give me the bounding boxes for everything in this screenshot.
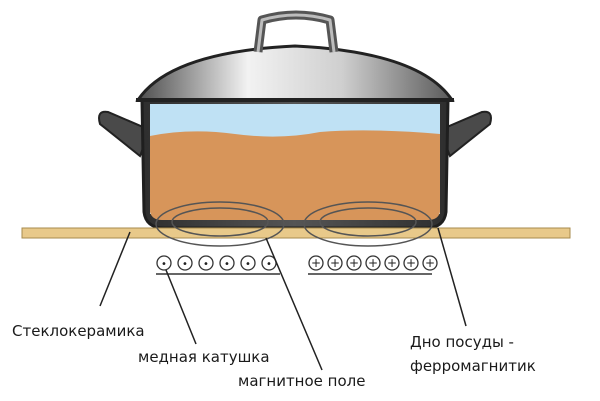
coil-right-turn-symbol: + [368,256,378,270]
coil-left-turn [240,255,256,271]
pointer-magnetic-field [265,237,323,371]
coil-right-turn [327,255,343,271]
food-layer [150,130,440,220]
magnetic-field-right-inner [319,207,417,237]
coil-left-turn [198,255,214,271]
coil-left-turn [219,255,235,271]
label-pot-bottom-line1: Дно посуды - [410,333,514,351]
coil-right-turn-symbol: + [330,256,340,270]
magnetic-field-right-outer [303,201,433,247]
magnetic-field-left-outer [155,201,285,247]
label-magnetic-field: магнитное поле [238,372,366,390]
label-glass-ceramic: Стеклокерамика [12,322,145,340]
copper-coil-left: • • • • • • [156,255,277,271]
coil-right-turn-symbol: + [387,256,397,270]
coil-right-turn [346,255,362,271]
coil-left-turn [177,255,193,271]
coil-left-turn-symbol: • [224,259,230,270]
lid-knob-handle-highlight [256,13,336,53]
pointer-glass-ceramic [99,231,131,307]
coil-left-turn-symbol: • [182,259,188,270]
pointer-copper-coil [165,269,197,345]
coil-right-turn [384,255,400,271]
coil-right-turn [403,255,419,271]
coil-right-turn-symbol: + [311,256,321,270]
label-pot-bottom-line2: ферромагнитик [410,357,536,375]
coil-right-turn [365,255,381,271]
coil-right-turn-symbol: + [425,256,435,270]
coil-left-turn [156,255,172,271]
magnetic-field-left-inner [171,207,269,237]
pointer-pot-bottom [437,227,467,327]
label-copper-coil: медная катушка [138,348,270,366]
copper-coil-right: + + + + + + + [308,255,438,271]
coil-right-turn [308,255,324,271]
glass-ceramic-plate [21,227,571,239]
pot-lid [135,44,455,102]
coil-right-turn-symbol: + [406,256,416,270]
coil-right-turn-symbol: + [349,256,359,270]
coil-left-turn-symbol: • [245,259,251,270]
pot-handle-left [98,110,152,158]
pot-handle-right [438,110,492,158]
coil-left-turn-symbol: • [203,259,209,270]
coil-right-turn [422,255,438,271]
coil-left-turn-symbol: • [266,259,272,270]
coil-left-turn-symbol: • [161,259,167,270]
